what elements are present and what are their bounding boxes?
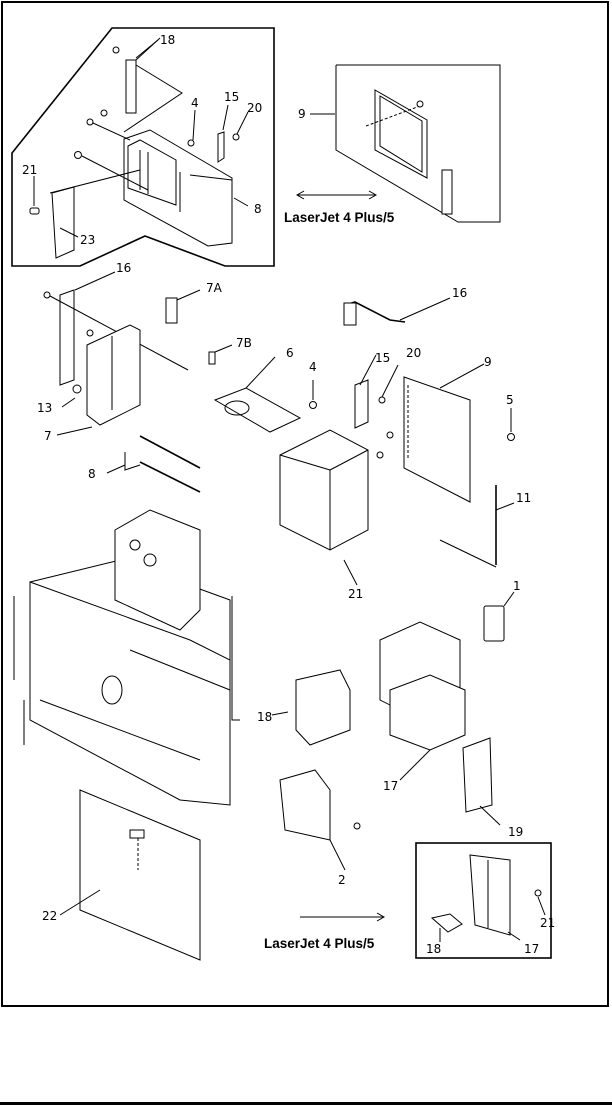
exploded-diagram: 18 4 15 20 21 8 23 9 LaserJet 4 Plus/5 — [11, 27, 555, 961]
callout-13: 13 — [37, 401, 52, 415]
callout-8: 8 — [88, 467, 96, 481]
part-panel-9 — [403, 376, 471, 503]
main-assembly: 16 7A 7B 6 13 7 8 4 15 20 16 9 5 11 21 1… — [13, 261, 531, 961]
callout-17-inset: 17 — [524, 942, 539, 956]
callout-18: 18 — [160, 33, 175, 47]
part-screw — [112, 46, 120, 54]
part-side-plate — [114, 509, 201, 631]
callout-16-right: 16 — [452, 286, 467, 300]
part-22-pcb — [79, 789, 201, 961]
model-label-top: LaserJet 4 Plus/5 — [284, 210, 395, 225]
callout-4-main: 4 — [309, 360, 317, 374]
callout-9: 9 — [298, 107, 306, 121]
callout-20: 20 — [247, 101, 262, 115]
part-1 — [483, 605, 505, 642]
callout-11: 11 — [516, 491, 531, 505]
callout-2: 2 — [338, 873, 346, 887]
callout-18-main: 18 — [257, 710, 272, 724]
inset-bottom-right: 21 18 17 LaserJet 4 Plus/5 — [264, 842, 555, 959]
footer-rule — [0, 1102, 612, 1105]
callout-4: 4 — [191, 96, 199, 110]
part-7B — [208, 351, 216, 365]
callout-9-main: 9 — [484, 355, 492, 369]
callout-7: 7 — [44, 429, 52, 443]
inset-top-right-border — [335, 64, 501, 223]
callout-21-main: 21 — [348, 587, 363, 601]
callout-21: 21 — [22, 163, 37, 177]
part-center-cage — [279, 429, 369, 551]
part-7A — [165, 297, 178, 324]
callout-20-main: 20 — [406, 346, 421, 360]
callout-6: 6 — [286, 346, 294, 360]
part-plate — [217, 131, 225, 163]
part-6 — [213, 387, 302, 433]
callout-21-inset: 21 — [540, 916, 555, 930]
part-bracket — [125, 59, 137, 114]
callout-7A: 7A — [206, 281, 223, 295]
callout-15-main: 15 — [375, 351, 390, 365]
callout-7B: 7B — [236, 336, 252, 350]
inset-top-left-border — [11, 27, 275, 267]
part-main-frame — [29, 581, 231, 806]
callout-8: 8 — [254, 202, 262, 216]
callout-22: 22 — [42, 909, 57, 923]
model-label-bottom: LaserJet 4 Plus/5 — [264, 936, 375, 951]
part-inset-cage — [469, 854, 511, 936]
part-18 — [295, 669, 351, 746]
part-2 — [279, 769, 331, 841]
inset-top-right: 9 LaserJet 4 Plus/5 — [284, 64, 501, 225]
inset-top-left: 18 4 15 20 21 8 23 — [11, 27, 275, 267]
part-plate-16 — [59, 289, 75, 386]
callout-5: 5 — [506, 393, 514, 407]
part-19 — [462, 737, 493, 813]
part-bracket-7 — [86, 324, 141, 426]
part-connector — [441, 169, 453, 215]
part-17 — [389, 674, 466, 751]
callout-23: 23 — [80, 233, 95, 247]
callout-18-inset: 18 — [426, 942, 441, 956]
part-inset-18 — [430, 913, 463, 933]
callout-16: 16 — [116, 261, 131, 275]
page-frame — [1, 1, 609, 1007]
part-housing — [123, 129, 233, 247]
callout-1: 1 — [513, 579, 521, 593]
callout-19: 19 — [508, 825, 523, 839]
inset-bottom-border — [415, 842, 552, 959]
callout-15: 15 — [224, 90, 239, 104]
part-side-bracket — [51, 186, 75, 259]
callout-17: 17 — [383, 779, 398, 793]
